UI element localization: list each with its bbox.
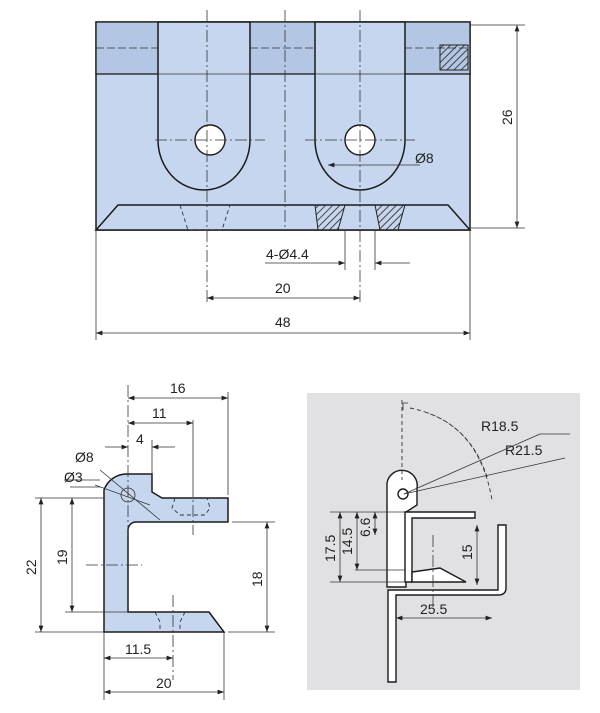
dim-screw-holes: 4-Ø4.4 xyxy=(266,246,309,262)
dim-11-5: 11.5 xyxy=(125,641,151,657)
side-profile xyxy=(103,473,229,633)
dim-15: 15 xyxy=(459,544,475,560)
dim-hole-dia: Ø3 xyxy=(64,469,83,485)
dim-25-5: 25.5 xyxy=(420,601,447,617)
hinge-leaf-fixed xyxy=(386,469,418,588)
side-view: Ø8 Ø3 16 11 4 22 19 18 11.5 20 xyxy=(23,380,275,700)
dim-22: 22 xyxy=(23,559,39,575)
dim-17-5: 17.5 xyxy=(322,535,338,562)
dim-6-6: 6.6 xyxy=(357,517,373,537)
dim-20: 20 xyxy=(156,675,172,691)
dim-14-5: 14.5 xyxy=(339,528,355,555)
dim-spacing: 20 xyxy=(275,280,291,296)
chamfer-edge xyxy=(94,204,472,231)
dim-18: 18 xyxy=(249,571,265,587)
dim-r18-5: R18.5 xyxy=(481,418,519,434)
dim-pin-dia: Ø8 xyxy=(75,449,94,465)
swing-panel xyxy=(307,393,580,690)
lug-left xyxy=(157,21,251,191)
top-view: 26 Ø8 4-Ø4.4 20 48 xyxy=(94,10,525,340)
dim-19: 19 xyxy=(54,549,70,565)
dim-r21-5: R21.5 xyxy=(505,442,543,458)
dim-hole-dia: Ø8 xyxy=(415,150,434,166)
dim-4: 4 xyxy=(136,431,144,447)
dim-height: 26 xyxy=(499,109,515,125)
dim-width: 48 xyxy=(275,314,291,330)
dim-16: 16 xyxy=(170,380,186,396)
swing-view: R18.5 R21.5 17.5 14.5 6.6 15 25.5 xyxy=(307,393,580,690)
knurl-pin xyxy=(439,44,469,71)
door-profile xyxy=(387,524,507,683)
dim-11: 11 xyxy=(152,405,167,421)
